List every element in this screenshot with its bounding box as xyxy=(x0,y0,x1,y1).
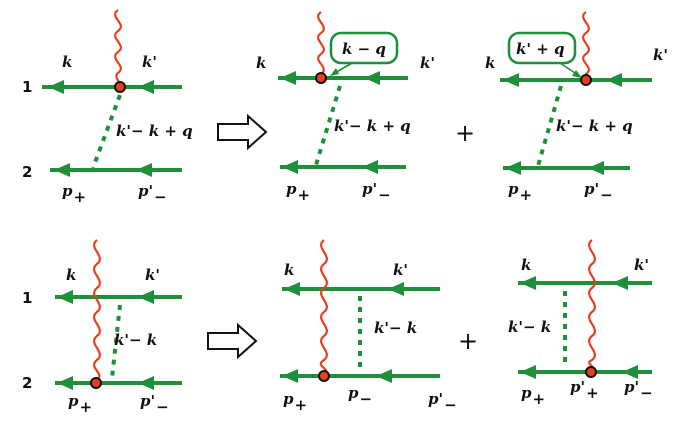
label-p-prime-plus: p'+ xyxy=(570,378,599,402)
photon-line xyxy=(317,11,325,77)
label-p-plus: p+ xyxy=(62,182,86,206)
label-p-prime-minus: p'− xyxy=(138,182,167,206)
label-p-plus: p+ xyxy=(286,180,310,204)
arrow-left-icon xyxy=(622,365,638,379)
label-k: k xyxy=(66,266,76,284)
exchange-line xyxy=(91,94,122,169)
arrow-left-icon xyxy=(138,290,154,304)
propagator-box xyxy=(507,31,577,65)
plus-sign: + xyxy=(458,327,478,355)
propagator-label: k' + q xyxy=(516,40,565,58)
arrow-left-icon xyxy=(606,73,622,87)
diagram-top-right: k' + q k k' k'− k + q p+ p'− xyxy=(485,11,668,204)
label-p-prime-minus: p'− xyxy=(624,378,653,402)
photon-line xyxy=(114,9,122,87)
exchange-label: k'− k + q xyxy=(334,117,411,135)
exchange-line xyxy=(314,85,342,166)
arrow-left-icon xyxy=(612,276,628,290)
arrow-left-icon xyxy=(138,376,154,390)
label-k: k xyxy=(485,54,495,72)
row-label-2: 2 xyxy=(22,163,32,181)
arrow-left-icon xyxy=(48,80,64,94)
exchange-label: k'− k xyxy=(508,318,551,336)
arrow-left-icon xyxy=(520,276,536,290)
arrow-left-icon xyxy=(520,365,536,379)
arrow-left-icon xyxy=(138,80,154,94)
arrow-left-icon xyxy=(54,163,70,177)
arrow-left-icon xyxy=(503,73,519,87)
label-p-plus: p+ xyxy=(521,384,545,408)
label-p-prime-minus: p'− xyxy=(428,390,457,414)
propagator-box xyxy=(329,31,399,65)
label-k-prime: k' xyxy=(653,46,668,64)
label-k: k xyxy=(256,54,266,72)
arrow-left-icon xyxy=(57,290,73,304)
vertex-dot xyxy=(318,370,330,382)
arrow-left-icon xyxy=(388,282,404,296)
exchange-label: k'− k + q xyxy=(116,122,193,140)
label-p-plus: p+ xyxy=(508,180,532,204)
label-k-prime: k' xyxy=(142,53,157,71)
arrow-left-icon xyxy=(136,163,152,177)
implies-arrow-icon xyxy=(207,322,258,360)
label-p-plus: p+ xyxy=(68,392,92,416)
arrow-left-icon xyxy=(362,160,378,174)
arrow-left-icon xyxy=(282,160,298,174)
arrow-left-icon xyxy=(280,71,296,85)
photon-line xyxy=(588,239,596,370)
implies-arrow-icon xyxy=(217,113,268,151)
photon-line xyxy=(93,239,101,381)
arrow-left-icon xyxy=(364,71,380,85)
label-k-prime: k' xyxy=(393,261,408,279)
photon-line xyxy=(582,11,590,79)
label-k: k xyxy=(284,261,294,279)
arrow-left-icon xyxy=(376,369,392,383)
vertex-dot xyxy=(315,72,327,84)
vertex-dot xyxy=(585,366,597,378)
diagram-bottom-middle: k k' k'− k p+ p− p'− xyxy=(280,239,457,414)
arrow-left-icon xyxy=(282,369,298,383)
exchange-label: k'− k xyxy=(374,319,417,337)
propagator-label: k − q xyxy=(342,40,386,58)
exchange-line xyxy=(110,304,122,379)
plus-sign: + xyxy=(455,119,475,147)
exchange-label: k'− k xyxy=(114,331,157,349)
photon-line xyxy=(319,239,328,374)
vertex-dot xyxy=(114,81,126,93)
label-k-prime: k' xyxy=(634,256,649,274)
label-k-prime: k' xyxy=(145,266,160,284)
label-k-prime: k' xyxy=(420,54,435,72)
pointer-arrow-icon xyxy=(572,70,582,78)
label-k: k xyxy=(521,256,531,274)
row-label-1: 1 xyxy=(22,289,32,307)
pointer-arrow-icon xyxy=(330,68,339,76)
label-p-prime-minus: p'− xyxy=(584,180,613,204)
row-label-2: 2 xyxy=(22,374,32,392)
exchange-line xyxy=(536,85,563,167)
vertex-dot xyxy=(90,377,102,389)
arrow-left-icon xyxy=(588,161,604,175)
arrow-left-icon xyxy=(284,282,300,296)
diagram-top-left: 1 2 k k' k'− k + q p+ p'− xyxy=(22,9,193,206)
label-p-prime-minus: p'− xyxy=(362,180,391,204)
label-p-plus: p+ xyxy=(283,390,307,414)
diagram-top-middle: k − q k k' k'− k + q p+ p'− xyxy=(256,11,435,204)
exchange-label: k'− k + q xyxy=(556,117,633,135)
label-p-minus: p− xyxy=(348,384,372,408)
row-label-1: 1 xyxy=(22,78,32,96)
label-p-prime-minus: p'− xyxy=(140,392,169,416)
diagram-bottom-right: k k' k'− k p+ p'+ p'− xyxy=(508,239,653,408)
label-k: k xyxy=(62,53,72,71)
arrow-left-icon xyxy=(505,161,521,175)
arrow-left-icon xyxy=(57,376,73,390)
vertex-dot xyxy=(580,74,592,86)
diagram-bottom-left: 1 2 k k' k'− k p+ p'− xyxy=(22,239,182,416)
